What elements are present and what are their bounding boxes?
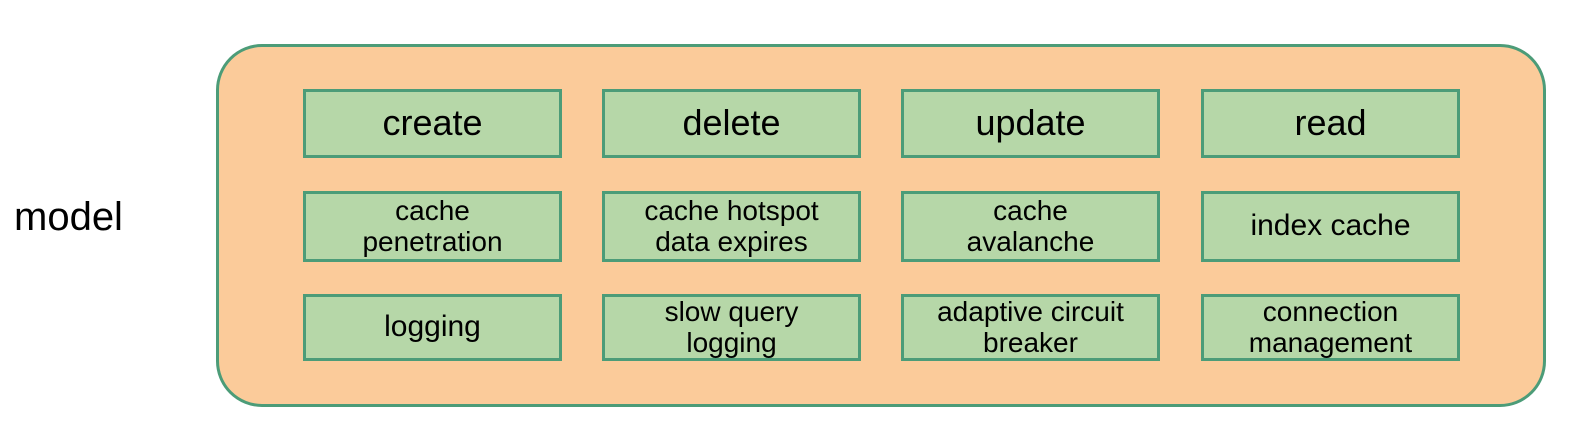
node-box[interactable]: logging xyxy=(303,294,562,361)
node-label: read xyxy=(1294,102,1367,144)
node-box[interactable]: slow query logging xyxy=(602,294,861,361)
node-box[interactable]: cache hotspot data expires xyxy=(602,191,861,262)
node-label: cache penetration xyxy=(362,195,503,257)
node-box[interactable]: create xyxy=(303,89,562,158)
node-label: index cache xyxy=(1250,209,1411,243)
node-box[interactable]: connection management xyxy=(1201,294,1460,361)
node-grid: create delete update read cache penetrat… xyxy=(219,47,1543,404)
node-label: slow query logging xyxy=(664,296,799,358)
model-group-panel: create delete update read cache penetrat… xyxy=(216,44,1546,407)
group-side-label: model xyxy=(14,195,123,239)
node-box[interactable]: cache avalanche xyxy=(901,191,1160,262)
node-label: adaptive circuit breaker xyxy=(937,296,1124,358)
node-label: logging xyxy=(384,310,481,344)
node-label: cache avalanche xyxy=(966,195,1095,257)
node-label: delete xyxy=(682,102,781,144)
node-label: connection management xyxy=(1248,296,1413,358)
node-box[interactable]: read xyxy=(1201,89,1460,158)
node-label: create xyxy=(382,102,483,144)
node-box[interactable]: index cache xyxy=(1201,191,1460,262)
node-box[interactable]: update xyxy=(901,89,1160,158)
node-box[interactable]: cache penetration xyxy=(303,191,562,262)
node-box[interactable]: adaptive circuit breaker xyxy=(901,294,1160,361)
node-label: cache hotspot data expires xyxy=(644,195,819,257)
node-label: update xyxy=(975,102,1086,144)
node-box[interactable]: delete xyxy=(602,89,861,158)
